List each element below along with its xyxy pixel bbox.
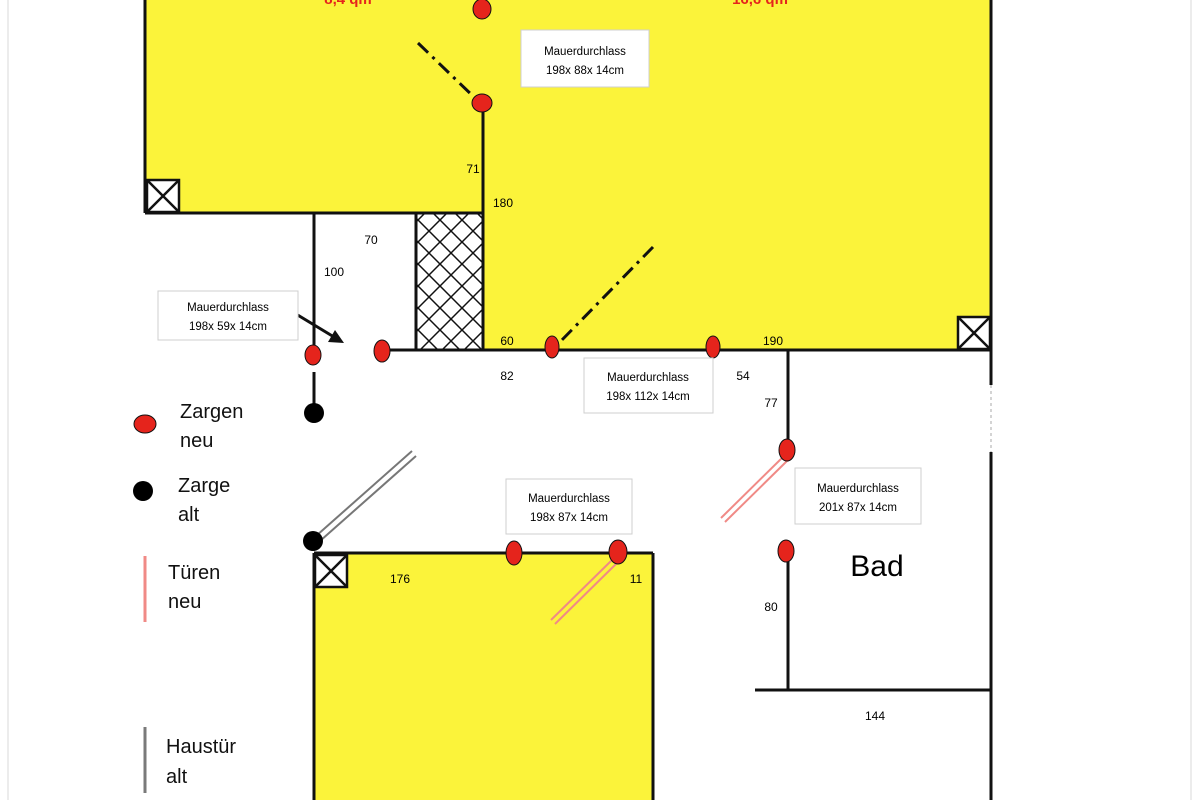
dimension-label: 180 bbox=[493, 196, 513, 210]
new-frame-markers bbox=[304, 0, 796, 566]
new-door-icon bbox=[550, 558, 618, 625]
legend: Zargen neu Zarge alt Türen neu Haustür a… bbox=[133, 401, 243, 793]
shaft-cross-icon bbox=[145, 178, 181, 214]
svg-text:Mauerdurchlass: Mauerdurchlass bbox=[607, 372, 689, 384]
svg-text:198x 59x 14cm: 198x 59x 14cm bbox=[189, 321, 267, 333]
room-name-bad: Bad bbox=[850, 550, 903, 583]
dimension-label: 100 bbox=[324, 265, 344, 279]
svg-text:Mauerdurchlass: Mauerdurchlass bbox=[528, 493, 610, 505]
legend-label: Zargen bbox=[180, 401, 243, 423]
room-area-right: 16,6 qm bbox=[732, 0, 788, 8]
legend-label: alt bbox=[178, 504, 200, 526]
opening-box: Mauerdurchlass 198x 87x 14cm bbox=[505, 478, 633, 535]
svg-text:198x 87x 14cm: 198x 87x 14cm bbox=[530, 512, 608, 524]
door-swing-line bbox=[555, 245, 655, 347]
legend-label: Haustür bbox=[166, 736, 236, 758]
dimension-label: 71 bbox=[466, 162, 480, 176]
shaft-cross-icon bbox=[313, 553, 349, 589]
dimension-label: 80 bbox=[764, 600, 778, 614]
legend-label: neu bbox=[168, 591, 201, 613]
legend-zarge-alt-icon bbox=[133, 481, 153, 501]
new-door-icon bbox=[720, 454, 790, 523]
hatched-shaft-icon bbox=[414, 211, 485, 352]
opening-box: Mauerdurchlass 201x 87x 14cm bbox=[794, 467, 922, 525]
old-frame-markers bbox=[303, 403, 324, 551]
dimension-label: 144 bbox=[865, 709, 885, 723]
walls bbox=[143, 0, 993, 800]
svg-text:201x 87x 14cm: 201x 87x 14cm bbox=[819, 502, 897, 514]
legend-label: neu bbox=[180, 430, 213, 452]
svg-text:198x 88x 14cm: 198x 88x 14cm bbox=[546, 65, 624, 77]
dimension-label: 70 bbox=[364, 233, 378, 247]
dimension-label: 190 bbox=[763, 334, 783, 348]
svg-text:198x 112x 14cm: 198x 112x 14cm bbox=[606, 391, 690, 403]
old-entrance-door-icon bbox=[315, 450, 417, 542]
legend-label: Zarge bbox=[178, 475, 230, 497]
dimension-label: 176 bbox=[390, 572, 410, 586]
room-bottom-fill bbox=[314, 553, 653, 800]
opening-box: Mauerdurchlass 198x 59x 14cm bbox=[157, 290, 299, 341]
opening-box: Mauerdurchlass 198x 112x 14cm bbox=[583, 357, 714, 414]
legend-zargen-neu-icon bbox=[133, 414, 157, 434]
legend-label: Türen bbox=[168, 562, 220, 584]
opening-box: Mauerdurchlass 198x 88x 14cm bbox=[520, 29, 650, 88]
dimension-label: 77 bbox=[764, 396, 778, 410]
svg-text:Mauerdurchlass: Mauerdurchlass bbox=[187, 302, 269, 314]
room-left-fill bbox=[145, 0, 483, 213]
dimension-label: 54 bbox=[736, 369, 750, 383]
svg-text:Mauerdurchlass: Mauerdurchlass bbox=[817, 483, 899, 495]
dimension-label: 60 bbox=[500, 334, 514, 348]
shaft-cross-icon bbox=[956, 315, 992, 351]
dimension-label: 82 bbox=[500, 369, 514, 383]
arrow-icon bbox=[295, 312, 344, 343]
door-swing-line bbox=[416, 41, 478, 101]
dimension-label: 11 bbox=[630, 572, 643, 586]
svg-text:Mauerdurchlass: Mauerdurchlass bbox=[544, 46, 626, 58]
legend-label: alt bbox=[166, 766, 188, 788]
room-area-left: 8,4 qm bbox=[324, 0, 372, 8]
